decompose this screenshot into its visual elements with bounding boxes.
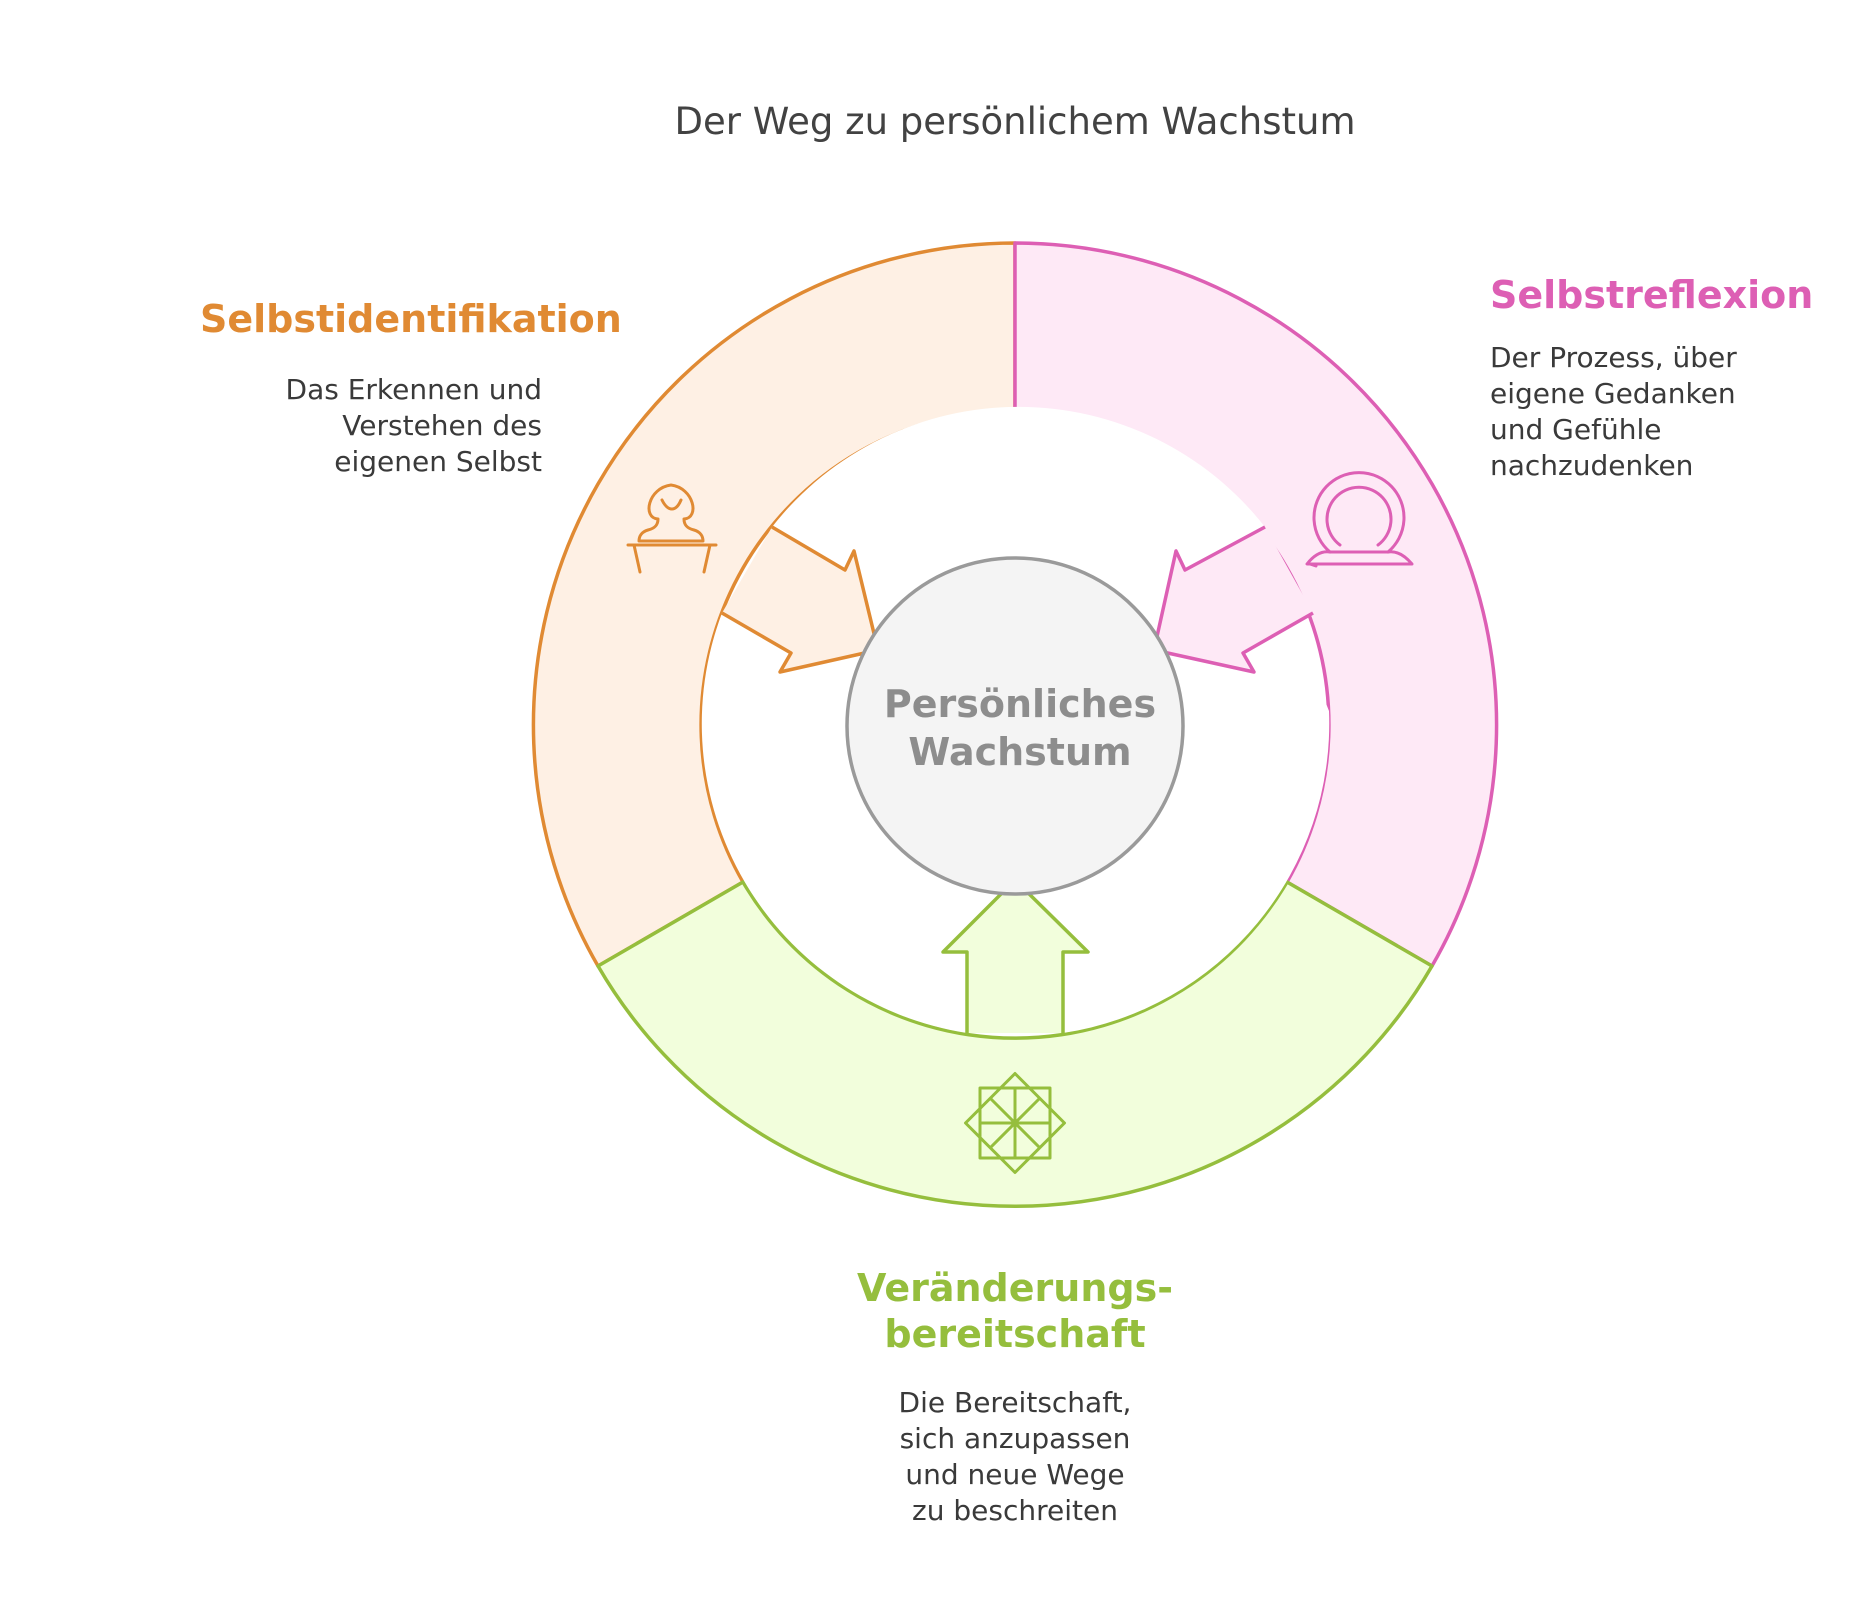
mirror-icon [1305, 471, 1414, 568]
person-at-desk-icon [626, 483, 718, 574]
segment-change [596, 880, 1434, 1209]
segment-description-reflection: Der Prozess, über eigene Gedanken und Ge… [1490, 341, 1737, 482]
segment-label-change: Veränderungs- bereitschaft [857, 1266, 1173, 1356]
center-circle [845, 556, 1185, 896]
compass-star-icon [964, 1072, 1066, 1174]
segment-description-identification: Das Erkennen und Verstehen des eigenen S… [285, 373, 542, 478]
segment-description-change: Die Bereitschaft, sich anzupassen und ne… [898, 1386, 1132, 1527]
page-title: Der Weg zu persönlichem Wachstum [674, 100, 1356, 143]
segment-label-reflection: Selbstreflexion [1490, 273, 1814, 317]
center-label: Persönliches Wachstum [883, 682, 1157, 774]
segment-label-identification: Selbstidentifikation [200, 297, 622, 341]
